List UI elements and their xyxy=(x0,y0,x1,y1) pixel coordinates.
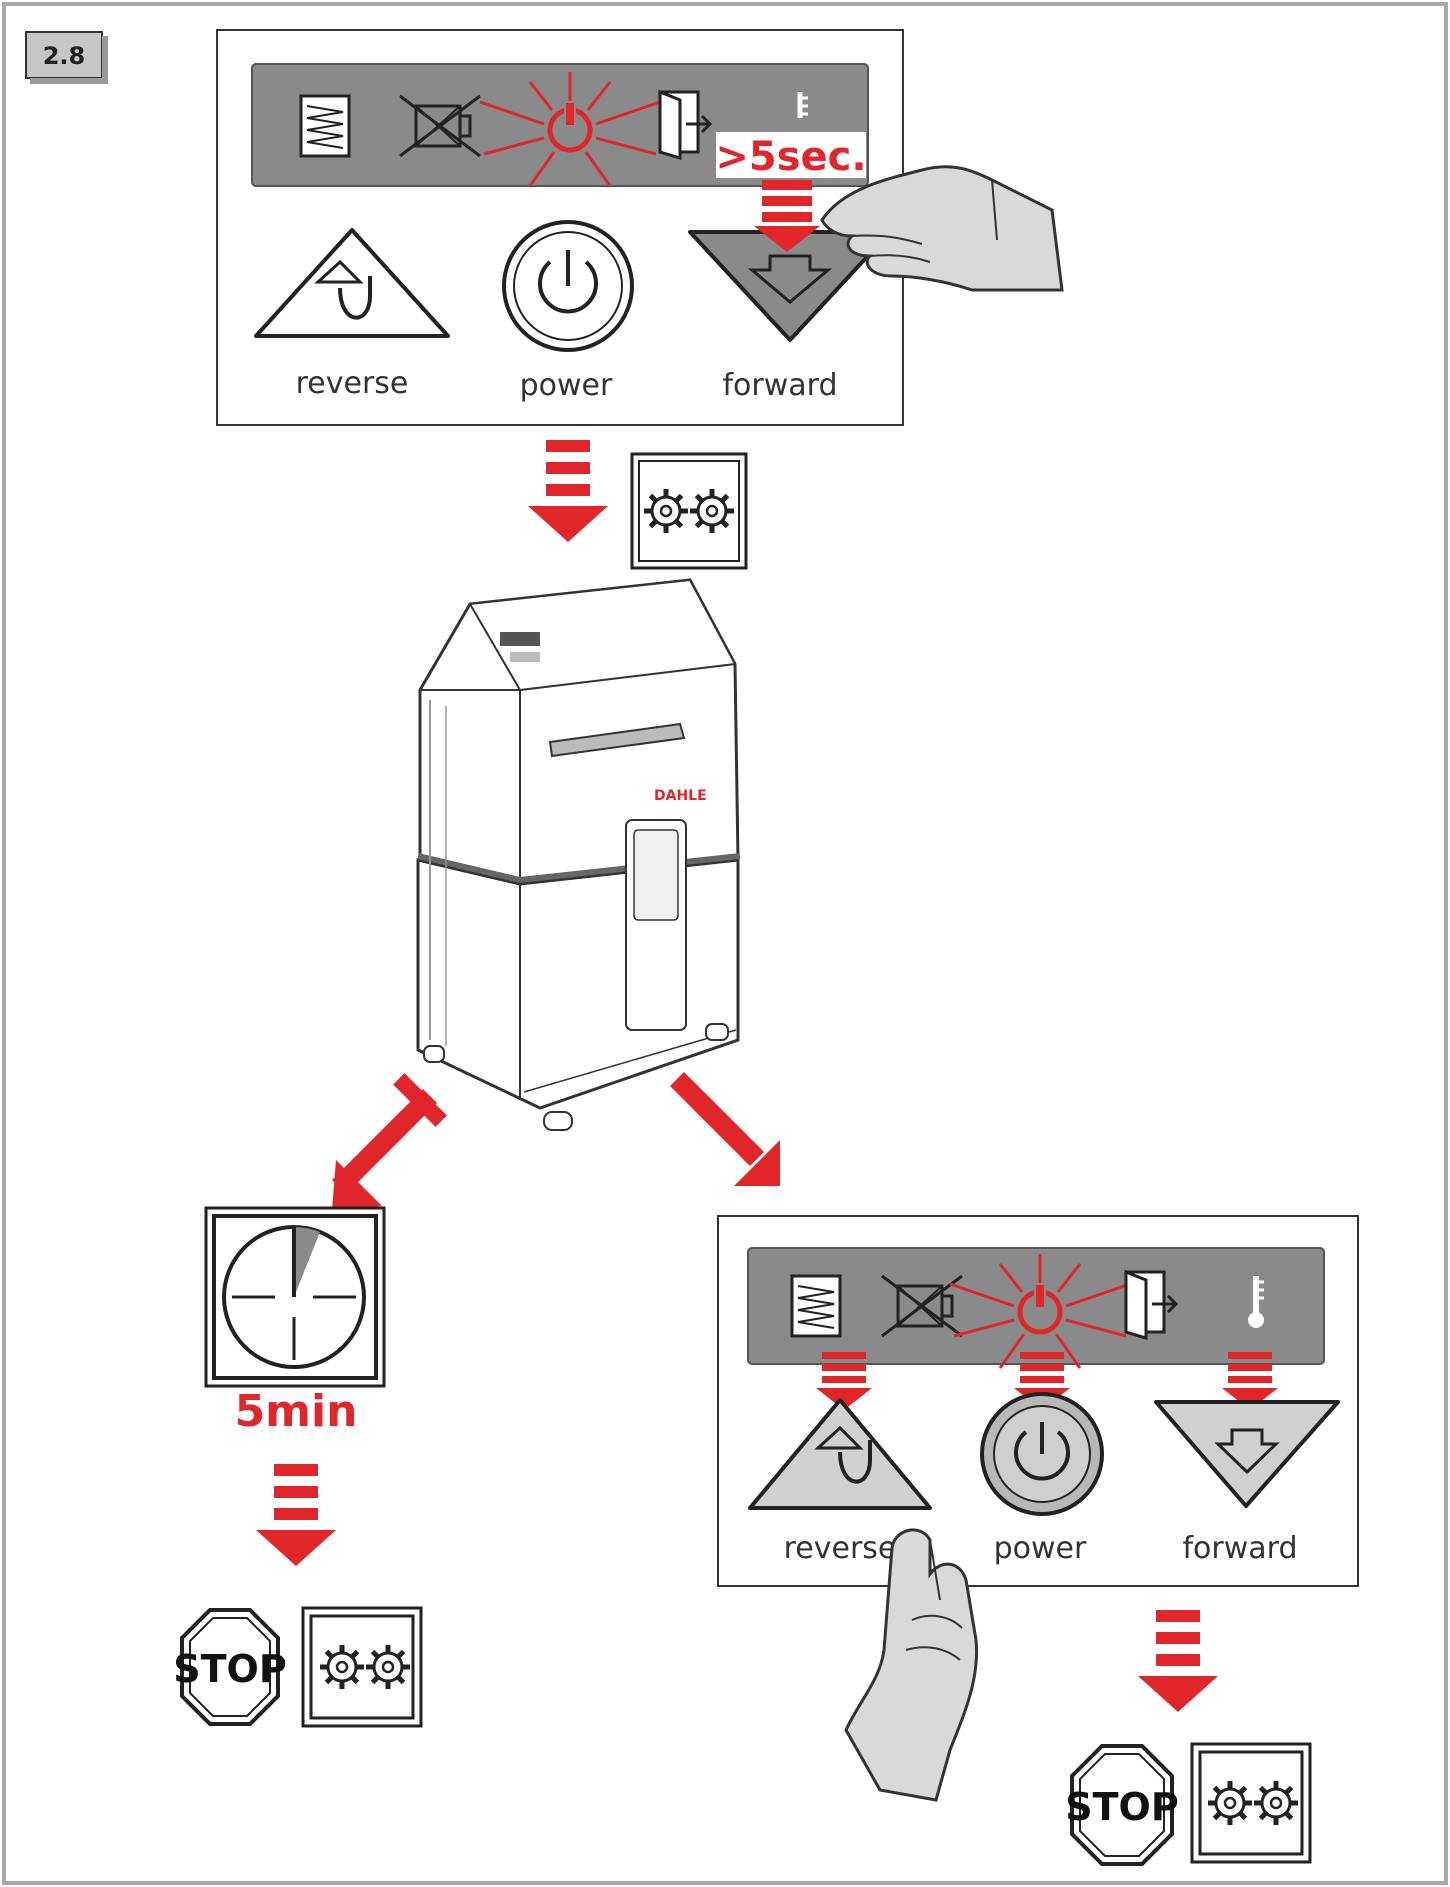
gears-running-box xyxy=(630,452,748,570)
bin-full-icon xyxy=(790,1274,842,1338)
reverse-label: reverse xyxy=(296,366,409,401)
arrow-down-2 xyxy=(256,1464,336,1566)
power-label: power xyxy=(994,1531,1087,1566)
reverse-button[interactable] xyxy=(254,228,450,338)
stop-text: STOP xyxy=(1065,1785,1178,1829)
shredder-illustration: DAHLE xyxy=(416,578,741,1131)
diag-arrow-right xyxy=(670,1072,780,1186)
gears-stopped-box-right xyxy=(1190,1742,1312,1864)
bin-full-icon xyxy=(299,94,351,158)
power-button[interactable] xyxy=(502,220,634,352)
step-badge: 2.8 xyxy=(25,31,108,84)
control-panel-top: >5sec. reverse power forward xyxy=(216,29,1064,426)
reverse-button[interactable] xyxy=(748,1398,932,1510)
press-arrow xyxy=(754,180,820,252)
arrow-down-3 xyxy=(1138,1610,1218,1712)
power-button[interactable] xyxy=(980,1392,1104,1516)
pressing-hand-icon xyxy=(844,1528,979,1802)
thermometer-icon xyxy=(797,92,808,118)
reverse-label: reverse xyxy=(784,1531,897,1566)
timer-label: 5min xyxy=(235,1386,358,1437)
arrow-down-1 xyxy=(528,440,608,542)
stop-text: STOP xyxy=(173,1647,286,1691)
step-number: 2.8 xyxy=(43,42,86,70)
forward-label: forward xyxy=(1182,1531,1297,1566)
gears-stopped-box-left xyxy=(301,1606,423,1728)
forward-label: forward xyxy=(722,368,837,403)
stop-sign-right: STOP xyxy=(1065,1744,1179,1866)
power-label: power xyxy=(520,368,613,403)
diag-arrow-left xyxy=(332,1089,437,1210)
brand-logo: DAHLE xyxy=(654,788,707,804)
timer-box xyxy=(204,1206,386,1388)
forward-button[interactable] xyxy=(1154,1400,1340,1508)
stop-sign-left: STOP xyxy=(173,1608,287,1726)
hold-duration-label: >5sec. xyxy=(715,134,866,180)
control-panel-bottom: reverse power forward xyxy=(717,1215,1359,1802)
